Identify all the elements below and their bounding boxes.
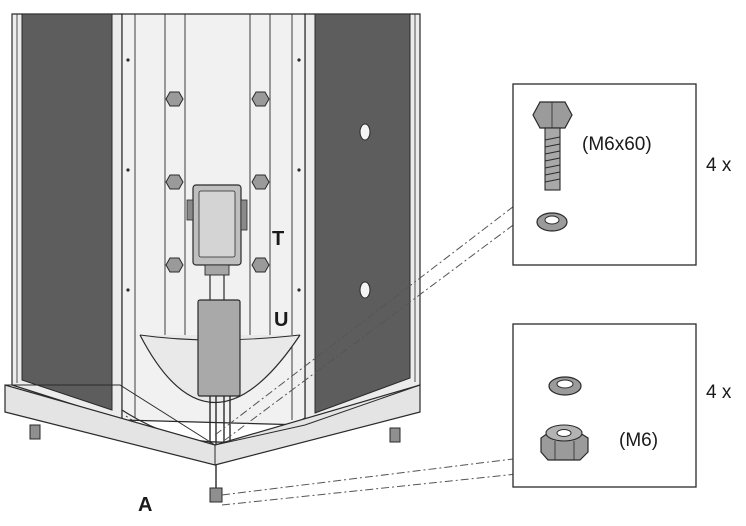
right-glass-panel bbox=[304, 13, 421, 426]
nut-quantity-label: 4 x bbox=[706, 382, 732, 403]
hex-bolt-icon bbox=[532, 101, 573, 191]
flat-washer-icon bbox=[548, 376, 582, 396]
part-label-a: A bbox=[138, 494, 153, 516]
flat-washer-icon bbox=[536, 212, 568, 232]
callout-box-washer-nut bbox=[512, 323, 697, 488]
hex-nut-icon bbox=[540, 424, 589, 461]
wall-nuts bbox=[165, 91, 270, 273]
bolt-spec-label: (M6x60) bbox=[582, 134, 652, 155]
part-label-t: T bbox=[272, 228, 285, 250]
bolt-quantity-label: 4 x bbox=[706, 155, 732, 176]
part-label-u: U bbox=[274, 309, 289, 331]
left-glass-panel bbox=[11, 13, 123, 421]
leader-lines bbox=[214, 189, 556, 506]
base-frame bbox=[4, 384, 421, 503]
control-box bbox=[186, 184, 248, 302]
pump-unit bbox=[197, 299, 241, 450]
callout-box-bolt-washer bbox=[512, 83, 697, 266]
nut-spec-label: (M6) bbox=[619, 430, 659, 451]
